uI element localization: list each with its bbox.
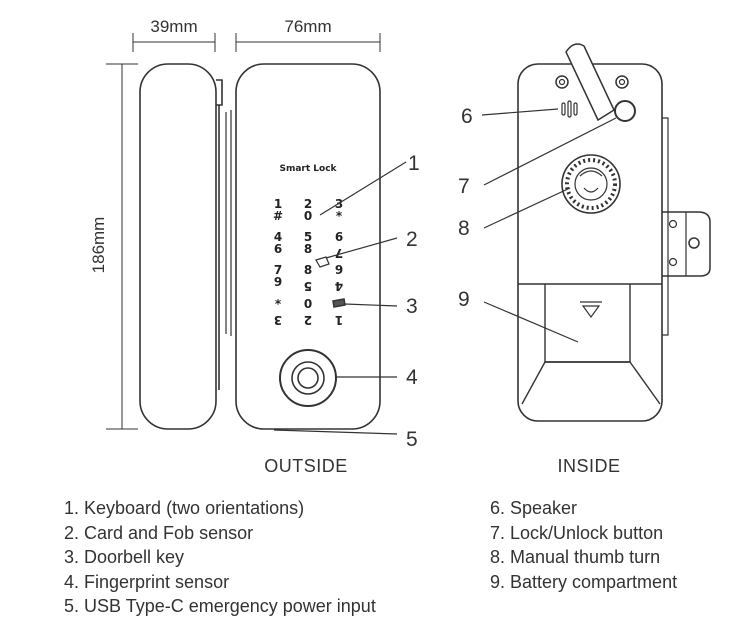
legend-item-card-sensor: 2. Card and Fob sensor <box>64 522 254 543</box>
callout-7: 7 <box>458 175 470 198</box>
key-8-flipped: 8 <box>304 242 312 256</box>
key-0-flipped: 0 <box>304 209 312 223</box>
key-5: 5 <box>304 230 312 244</box>
key-7: 7 <box>274 263 282 277</box>
inside-leader-lines <box>481 108 617 343</box>
key-9-flipped: 9 <box>274 275 282 289</box>
legend-item-doorbell: 3. Doorbell key <box>64 547 185 567</box>
legend-item-speaker: 6. Speaker <box>490 498 578 518</box>
inside-caption: INSIDE <box>557 456 620 476</box>
outside-caption: OUTSIDE <box>264 456 348 476</box>
key-6: 6 <box>335 230 343 244</box>
key-9: 9 <box>335 263 343 277</box>
brand-label: Smart Lock <box>279 164 337 174</box>
key-4-flipped: 4 <box>335 279 343 293</box>
legend-item-fingerprint: 4. Fingerprint sensor <box>64 571 230 592</box>
key-5-flipped: 5 <box>304 279 312 293</box>
callout-2: 2 <box>406 228 418 251</box>
legend-item-keyboard: 1. Keyboard (two orientations) <box>64 498 305 518</box>
key-1: 1 <box>274 197 282 211</box>
keypad: 1 # 4 6 7 9 * 3 2 0 5 8 8 5 0 2 3 * 6 7 … <box>273 197 343 327</box>
side-view <box>139 63 223 430</box>
callout-9: 9 <box>458 288 470 311</box>
key-3-flipped: 3 <box>274 313 282 327</box>
dimension-lines <box>106 33 381 430</box>
key-2: 2 <box>304 197 312 211</box>
key-4: 4 <box>274 230 282 244</box>
callout-8: 8 <box>458 217 470 240</box>
callout-5: 5 <box>406 428 418 451</box>
outside-view <box>225 63 381 430</box>
inside-view <box>517 43 711 422</box>
key-6-flipped: 6 <box>274 242 282 256</box>
callout-3: 3 <box>406 295 418 318</box>
legend-outside: 1. Keyboard (two orientations) 2. Card a… <box>64 496 376 619</box>
callout-6: 6 <box>461 105 473 128</box>
key-7-flipped: 7 <box>335 246 343 260</box>
callout-1: 1 <box>408 152 420 175</box>
key-8: 8 <box>304 263 312 277</box>
legend-item-lock-button: 7. Lock/Unlock button <box>490 522 664 543</box>
callout-4: 4 <box>406 366 418 389</box>
key-1-flipped: 1 <box>335 313 343 327</box>
key-star: * <box>275 297 282 311</box>
key-0: 0 <box>304 297 312 311</box>
legend-item-usb-c: 5. USB Type-C emergency power input <box>64 596 376 616</box>
legend-inside: 6. Speaker 7. Lock/Unlock button 8. Manu… <box>490 496 677 594</box>
outside-leader-lines <box>273 161 407 435</box>
height-dimension-label: 186mm <box>89 217 108 274</box>
key-star-flipped: * <box>336 209 343 223</box>
key-hash: # <box>273 209 283 223</box>
width-dimension-label: 76mm <box>284 17 331 36</box>
key-3: 3 <box>335 197 343 211</box>
key-2-flipped: 2 <box>304 313 312 327</box>
legend-item-battery: 9. Battery compartment <box>490 571 678 592</box>
legend-item-thumb-turn: 8. Manual thumb turn <box>490 547 661 567</box>
depth-dimension-label: 39mm <box>150 17 197 36</box>
